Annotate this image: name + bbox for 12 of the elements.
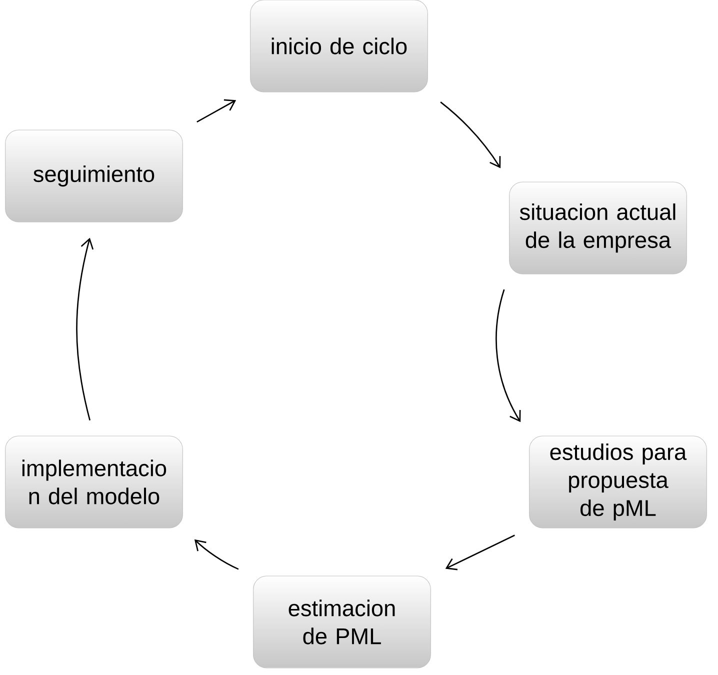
arrow xyxy=(196,99,236,123)
arrow xyxy=(496,289,521,422)
arrow xyxy=(76,238,94,420)
process-box: estudios para propuesta de pML xyxy=(529,436,707,528)
arrow xyxy=(194,539,239,570)
process-box: situacion actual de la empresa xyxy=(509,182,687,274)
process-box: inicio de ciclo xyxy=(250,0,428,92)
arrow xyxy=(445,534,515,570)
process-box: estimacion de PML xyxy=(253,576,431,668)
arrow xyxy=(440,102,501,168)
process-box: implementacio n del modelo xyxy=(5,436,183,528)
process-box: seguimiento xyxy=(5,130,183,222)
